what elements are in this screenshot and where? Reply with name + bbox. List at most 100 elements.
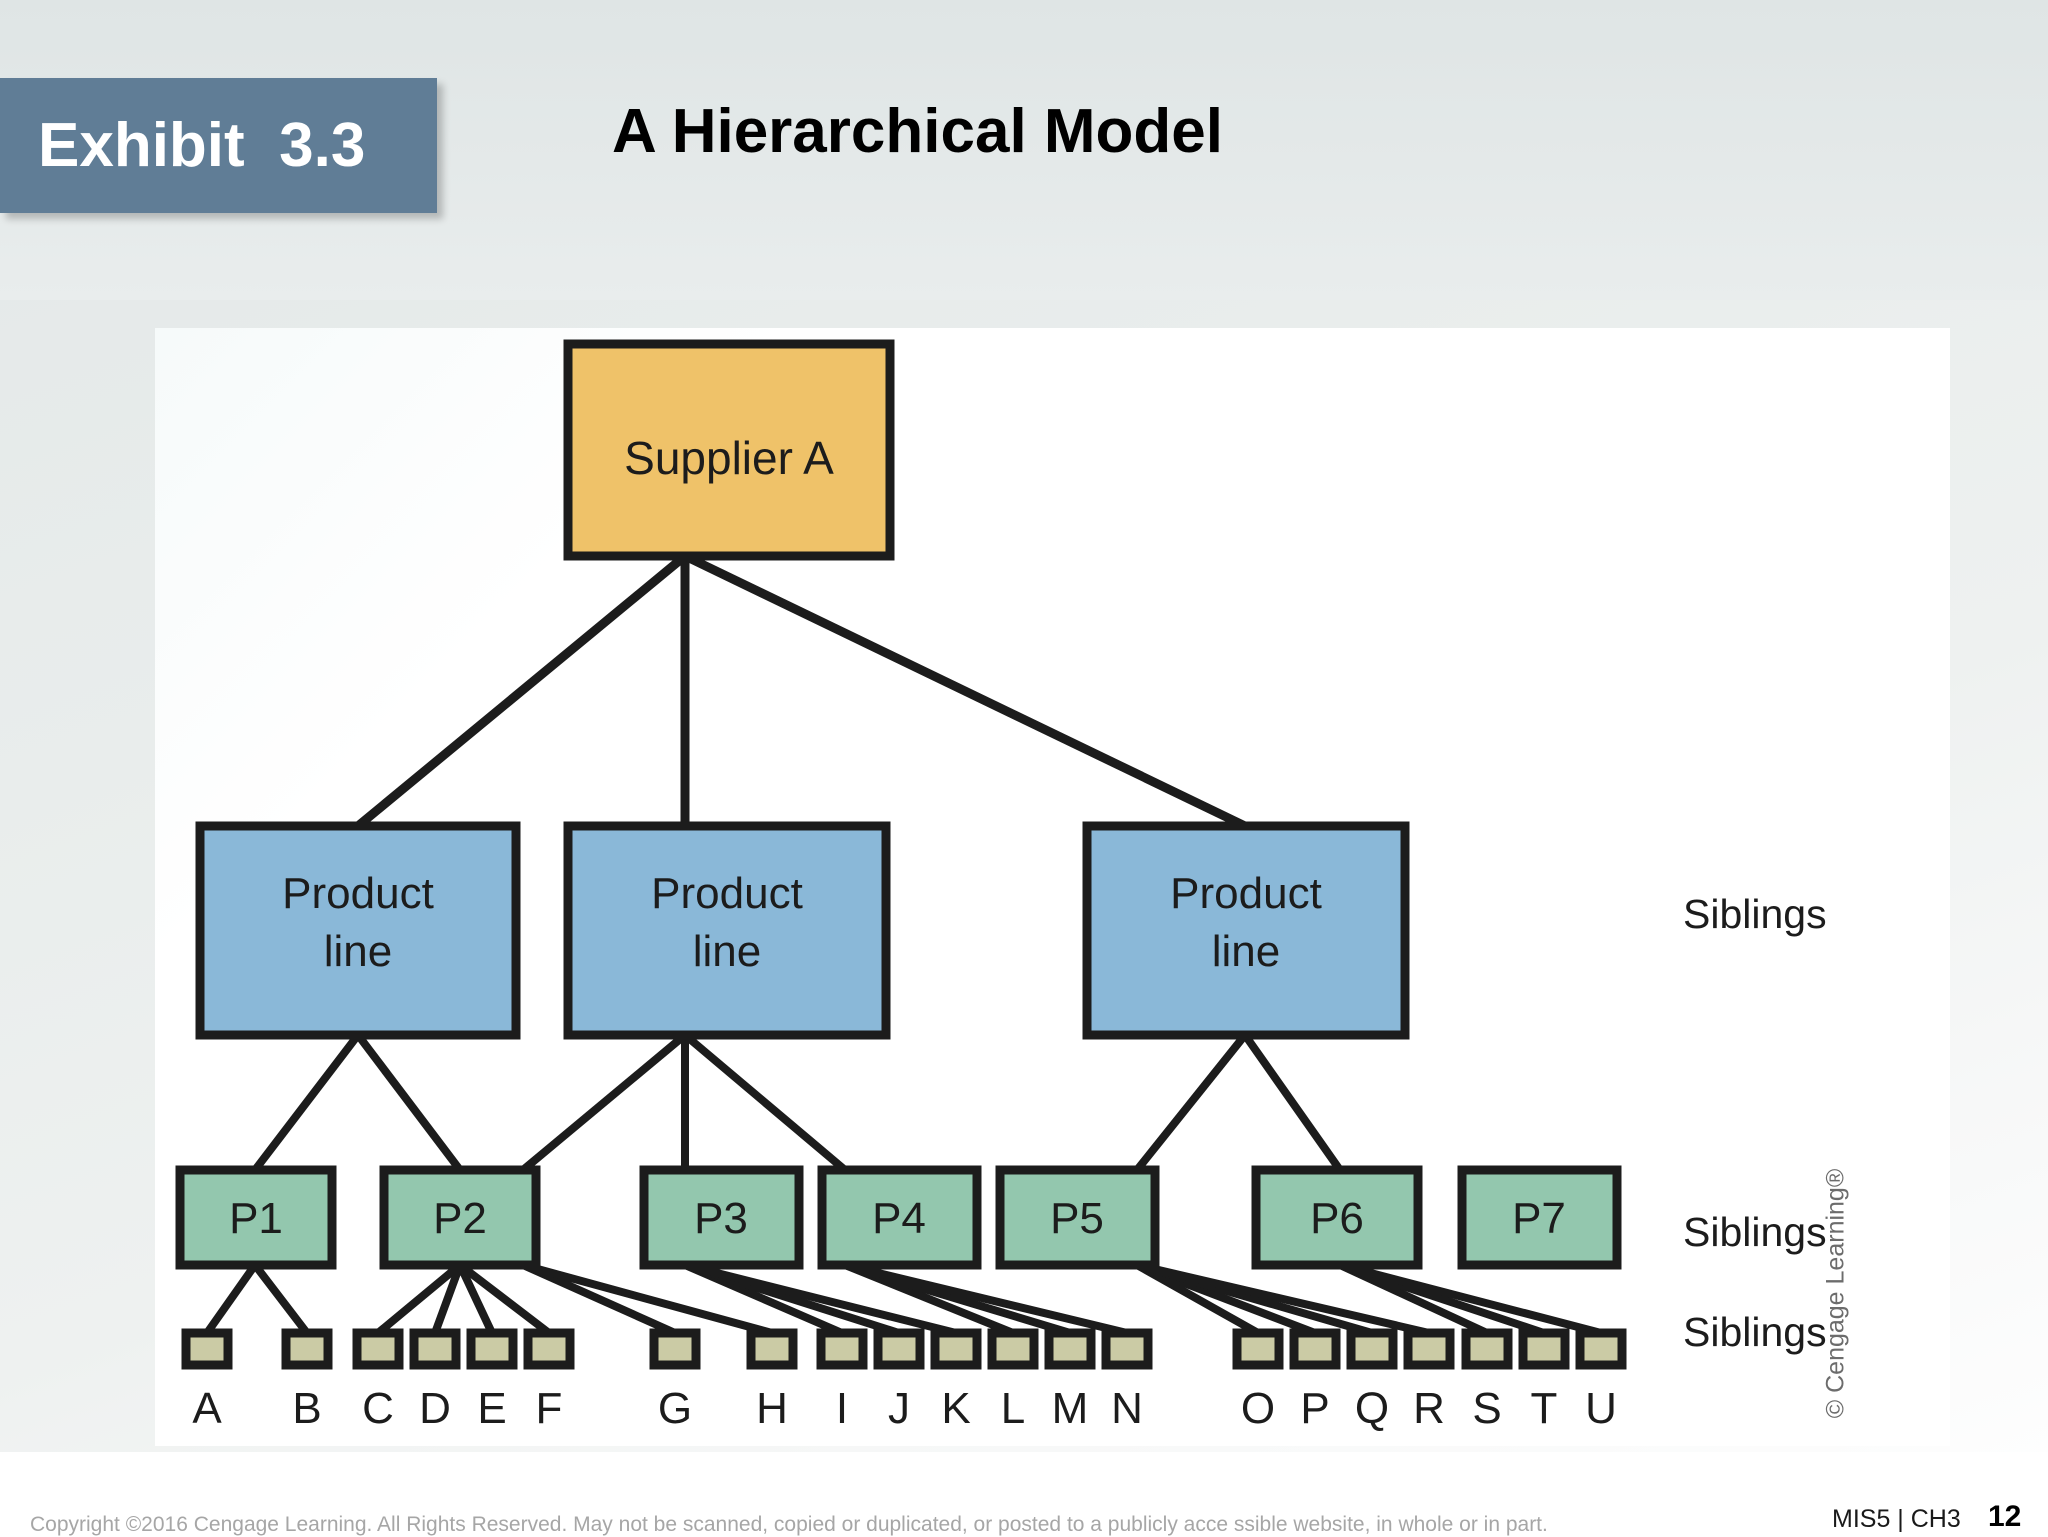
leaf-g-box xyxy=(649,1328,701,1370)
node-p1[interactable]: P1 xyxy=(175,1165,337,1270)
node-product-line-3-box xyxy=(1082,821,1410,1040)
node-p2[interactable]: P2 xyxy=(379,1165,541,1270)
leaf-b[interactable]: B xyxy=(281,1328,333,1433)
leaf-o[interactable]: O xyxy=(1232,1328,1284,1433)
leaf-d-box xyxy=(409,1328,461,1370)
leaf-t-box xyxy=(1518,1328,1570,1370)
node-supplier-a-box xyxy=(563,339,895,561)
leaf-k-label: K xyxy=(941,1384,970,1433)
node-p1-label: P1 xyxy=(229,1194,283,1243)
cengage-credit-text: © Cengage Learning® xyxy=(1821,1168,1850,1418)
leaf-l-box xyxy=(987,1328,1039,1370)
leaf-j[interactable]: J xyxy=(873,1328,925,1433)
node-p3-box xyxy=(639,1165,804,1270)
leaf-a[interactable]: A xyxy=(181,1328,233,1433)
node-product-line-3[interactable]: Product line xyxy=(1082,821,1410,1040)
node-p7-box xyxy=(1457,1165,1622,1270)
node-p6[interactable]: P6 xyxy=(1251,1165,1423,1270)
annotation-siblings-level2: Siblings xyxy=(1683,891,1827,937)
node-p4[interactable]: P4 xyxy=(817,1165,982,1270)
leaf-t[interactable]: T xyxy=(1518,1328,1570,1433)
leaf-r[interactable]: R xyxy=(1403,1328,1455,1433)
leaf-u-box xyxy=(1575,1328,1627,1370)
leaf-e[interactable]: E xyxy=(466,1328,518,1433)
edge-pl2-p5 xyxy=(682,1031,848,1174)
leaf-i[interactable]: I xyxy=(816,1328,868,1433)
leaf-j-label: J xyxy=(888,1384,910,1433)
leaf-g[interactable]: G xyxy=(649,1328,701,1433)
edge-pl3-p6 xyxy=(1133,1032,1249,1173)
leaf-f[interactable]: F xyxy=(523,1328,575,1433)
annotation-siblings-level3: Siblings xyxy=(1683,1209,1827,1255)
node-p4-label: P4 xyxy=(872,1194,926,1243)
node-p2-label: P2 xyxy=(433,1194,487,1243)
edge-p7-u xyxy=(1338,1261,1603,1337)
exhibit-badge: Exhibit 3.3 xyxy=(0,78,437,213)
leaf-n[interactable]: N xyxy=(1101,1328,1153,1433)
node-product-line-2[interactable]: Product line xyxy=(563,821,891,1040)
edge-p2-e xyxy=(456,1263,496,1335)
connectors-level2-to-level3 xyxy=(251,1031,1344,1174)
leaf-n-box xyxy=(1101,1328,1153,1370)
leaf-q-label: Q xyxy=(1355,1384,1389,1433)
leaf-q-box xyxy=(1346,1328,1398,1370)
node-p3[interactable]: P3 xyxy=(639,1165,804,1270)
node-p5-box xyxy=(995,1165,1160,1270)
connectors-root-to-level2 xyxy=(355,551,1247,831)
leaf-t-label: T xyxy=(1531,1384,1558,1433)
node-product-line-2-label-1: Product xyxy=(651,869,803,918)
diagram-card: Supplier A Product line Product line Pro… xyxy=(155,328,1950,1446)
footer-copyright: Copyright ©2016 Cengage Learning. All Ri… xyxy=(30,1513,1548,1536)
node-supplier-a-label: Supplier A xyxy=(624,432,834,484)
leaf-h[interactable]: H xyxy=(746,1328,798,1433)
leaf-f-label: F xyxy=(536,1384,563,1433)
leaf-n-label: N xyxy=(1111,1384,1143,1433)
node-p5-label: P5 xyxy=(1050,1194,1104,1243)
leaf-q[interactable]: Q xyxy=(1346,1328,1398,1433)
leaf-m-label: M xyxy=(1052,1384,1089,1433)
edge-root-pl1 xyxy=(355,552,688,830)
page-title: A Hierarchical Model xyxy=(612,97,1224,166)
edge-p2-f xyxy=(457,1261,552,1337)
edge-pl2-p3 xyxy=(520,1031,688,1174)
edge-p1-a xyxy=(203,1262,259,1336)
leaf-c-label: C xyxy=(362,1384,394,1433)
edge-pl3-p7 xyxy=(1241,1032,1344,1173)
node-supplier-a[interactable]: Supplier A xyxy=(563,339,895,561)
leaf-m[interactable]: M xyxy=(1044,1328,1096,1433)
footer-course-label: MIS5 | CH3 xyxy=(1832,1505,1961,1533)
node-product-line-1[interactable]: Product line xyxy=(195,821,521,1040)
leaf-p-box xyxy=(1289,1328,1341,1370)
node-product-line-1-label-1: Product xyxy=(282,869,434,918)
leaf-b-box xyxy=(281,1328,333,1370)
node-p5[interactable]: P5 xyxy=(995,1165,1160,1270)
leaf-k-box xyxy=(930,1328,982,1370)
leaf-u-label: U xyxy=(1585,1384,1617,1433)
leaf-r-label: R xyxy=(1413,1384,1445,1433)
leaf-c[interactable]: C xyxy=(352,1328,404,1433)
node-p7[interactable]: P7 xyxy=(1457,1165,1622,1270)
node-p6-box xyxy=(1251,1165,1423,1270)
leaf-h-label: H xyxy=(756,1384,788,1433)
leaf-b-label: B xyxy=(292,1384,321,1433)
node-p2-box xyxy=(379,1165,541,1270)
leaf-l[interactable]: L xyxy=(987,1328,1039,1433)
edge-p2-d xyxy=(431,1263,464,1335)
cengage-credit: © Cengage Learning® xyxy=(1818,1158,1854,1428)
leaf-j-box xyxy=(873,1328,925,1370)
node-product-line-3-label-2: line xyxy=(1212,927,1281,976)
edge-pl1-p2 xyxy=(354,1032,464,1173)
leaf-i-box xyxy=(816,1328,868,1370)
node-product-line-2-label-2: line xyxy=(693,927,762,976)
leaf-g-label: G xyxy=(658,1384,692,1433)
edge-root-pl3 xyxy=(683,551,1247,831)
leaf-e-box xyxy=(466,1328,518,1370)
leaf-p[interactable]: P xyxy=(1289,1328,1341,1433)
leaf-u[interactable]: U xyxy=(1575,1328,1627,1433)
leaf-d[interactable]: D xyxy=(409,1328,461,1433)
leaf-k[interactable]: K xyxy=(930,1328,982,1433)
leaf-p-label: P xyxy=(1300,1384,1329,1433)
leaf-s[interactable]: S xyxy=(1461,1328,1513,1433)
footer-bar xyxy=(0,1452,2048,1536)
